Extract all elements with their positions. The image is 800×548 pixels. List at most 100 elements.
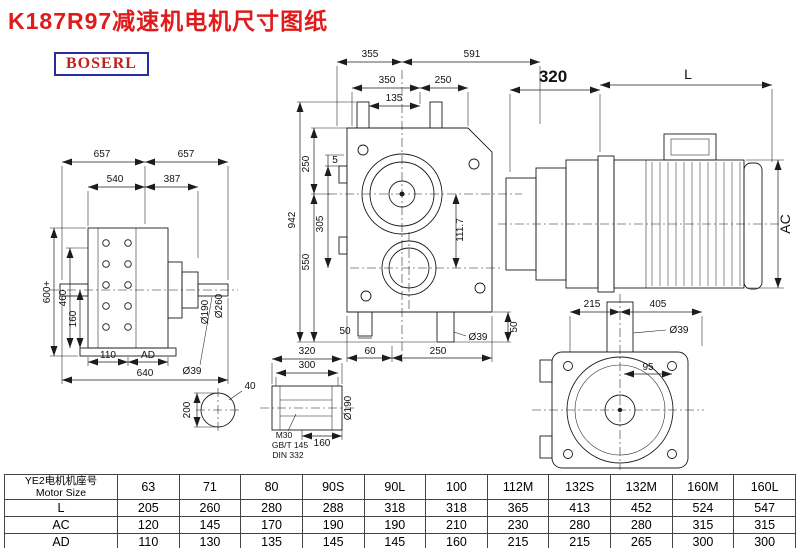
table-cell: 452 (610, 499, 673, 518)
table-cell: 265 (610, 533, 673, 548)
terminal-box (663, 133, 717, 161)
dim-250-bottom: 250 (430, 346, 447, 357)
label-m30-thread: M30 (276, 430, 293, 440)
dim-550: 550 (301, 253, 312, 270)
table-corner-header: YE2电机机座号 Motor Size (4, 473, 118, 501)
col-header-112M: 112M (486, 473, 550, 501)
dim-50-left: 50 (339, 326, 351, 337)
table-cell: 145 (363, 533, 427, 548)
dim-215: 215 (584, 299, 601, 310)
col-header-160L: 160L (733, 473, 796, 501)
dim-dia-39-front: Ø39 (469, 332, 488, 343)
dim-dia-260: Ø260 (214, 293, 225, 318)
table-cell: 110 (117, 533, 180, 548)
label-din-332: DIN 332 (272, 450, 303, 460)
dim-320-shaft: 320 (299, 346, 316, 357)
motor-side-view: 320 L (498, 66, 793, 293)
col-header-160M: 160M (671, 473, 735, 501)
table-cell: 547 (733, 499, 796, 518)
table-cell: 318 (363, 499, 427, 518)
dim-60: 60 (364, 346, 376, 357)
row-header-AD: AD (4, 533, 118, 548)
dim-320-bold: 320 (539, 67, 567, 86)
table-cell: 280 (240, 499, 303, 518)
dim-300: 300 (299, 360, 316, 371)
dim-600: 600+ (42, 281, 53, 304)
row-header-AC: AC (4, 516, 118, 535)
dim-dia-39-flange: Ø39 (670, 325, 689, 336)
table-cell: 318 (425, 499, 488, 518)
table-cell: 280 (548, 516, 611, 535)
label-gbt-145: GB/T 145 (272, 440, 308, 450)
dim-355: 355 (362, 49, 379, 60)
table-cell: 300 (733, 533, 796, 548)
col-header-132M: 132M (610, 473, 673, 501)
page-title: K187R97减速机电机尺寸图纸 (8, 8, 329, 34)
table-cell: 288 (301, 499, 365, 518)
col-header-71: 71 (178, 473, 242, 501)
table-cell: 260 (178, 499, 242, 518)
dim-350: 350 (379, 75, 396, 86)
table-cell: 215 (486, 533, 550, 548)
col-header-132S: 132S (548, 473, 611, 501)
gearbox-base (79, 347, 177, 357)
dim-50-right: 50 (509, 321, 520, 333)
dim-657-left: 657 (94, 149, 111, 160)
table-cell: 300 (671, 533, 735, 548)
dim-160-left-view: 160 (68, 310, 79, 327)
dim-shaft-dia-39: Ø39 (183, 366, 202, 377)
table-cell: 210 (425, 516, 488, 535)
table-cell: 160 (425, 533, 488, 548)
dim-5: 5 (332, 155, 338, 166)
dim-250-top: 250 (435, 75, 452, 86)
col-header-100: 100 (425, 473, 488, 501)
dim-942: 942 (287, 211, 298, 228)
dim-160-shaft: 160 (314, 438, 331, 449)
table-cell: 315 (671, 516, 735, 535)
left-side-view: 657 657 540 387 600+ 460 160 110 AD (42, 149, 238, 384)
table-cell: 215 (548, 533, 611, 548)
dim-200: 200 (182, 401, 193, 418)
dim-AD: AD (141, 350, 155, 361)
table-cell: 413 (548, 499, 611, 518)
front-view: 355 591 350 250 135 942 550 250 (287, 49, 541, 362)
fan-cowl (743, 162, 763, 290)
dim-111-7: 111.7 (455, 218, 466, 242)
dim-305: 305 (315, 215, 326, 232)
table-cell: 205 (117, 499, 180, 518)
row-header-L: L (4, 499, 118, 518)
col-header-90S: 90S (301, 473, 365, 501)
flange-shaft-stub (606, 301, 634, 353)
dim-135: 135 (386, 93, 403, 104)
table-cell: 230 (486, 516, 550, 535)
dim-AC: AC (777, 214, 793, 233)
dim-405: 405 (650, 299, 667, 310)
table-corner-en: Motor Size (35, 487, 87, 500)
table-cell: 120 (117, 516, 180, 535)
table-cell: 315 (733, 516, 796, 535)
table-cell: 130 (178, 533, 242, 548)
shaft-section-view: 200 40 (182, 381, 256, 432)
table-cell: 145 (301, 533, 365, 548)
table-corner-cn: YE2电机机座号 (24, 475, 98, 487)
dim-L: L (684, 66, 692, 82)
col-header-80: 80 (240, 473, 303, 501)
dim-460: 460 (58, 289, 69, 306)
shaft-end-detail: 320 300 160 M30 GB/T 145 DIN 332 Ø190 (260, 346, 356, 460)
dim-540: 540 (107, 174, 124, 185)
gearbox-housing-front (346, 127, 493, 313)
dim-40: 40 (244, 381, 256, 392)
boserl-logo: BOSERL (54, 52, 149, 76)
table-cell: 170 (240, 516, 303, 535)
table-cell: 190 (301, 516, 365, 535)
table-cell: 365 (486, 499, 550, 518)
table-cell: 135 (240, 533, 303, 548)
table-cell: 190 (363, 516, 427, 535)
table-cell: 145 (178, 516, 242, 535)
